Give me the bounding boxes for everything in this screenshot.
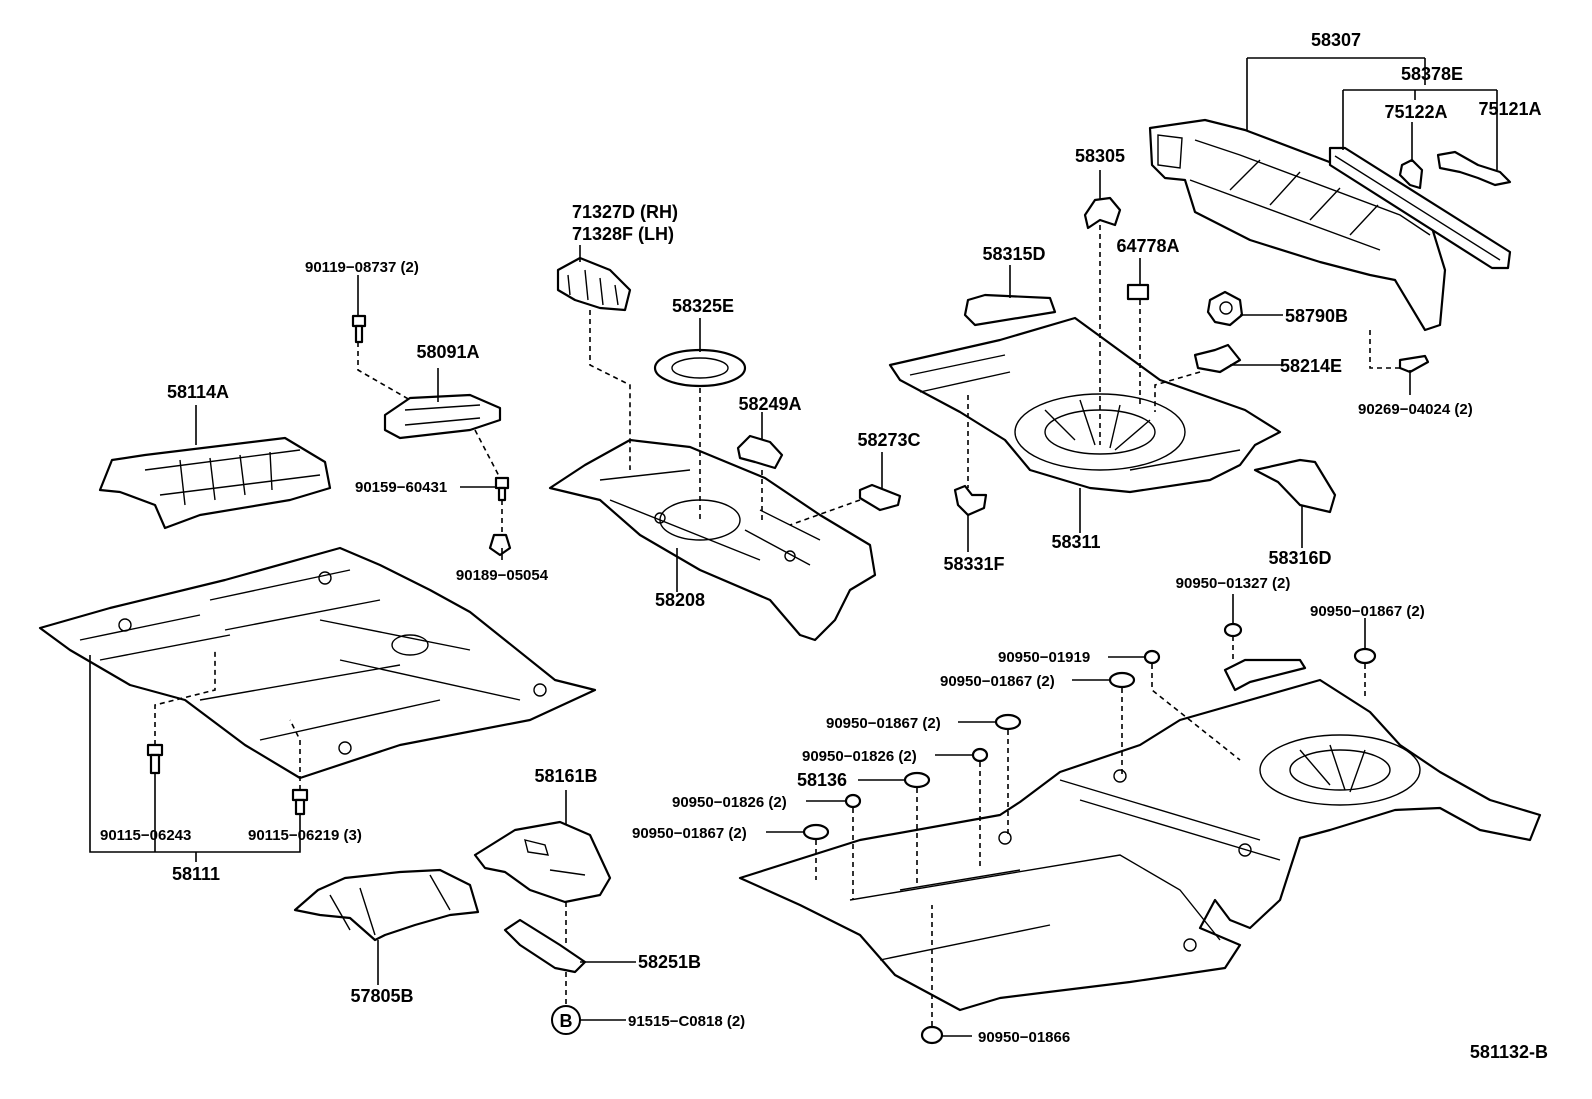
reference-marker-b: B xyxy=(551,1005,581,1035)
callout-90189-05054: 90189−05054 xyxy=(456,567,549,584)
bolt-90119-08737 xyxy=(351,314,367,344)
callout-58161B: 58161B xyxy=(534,766,597,786)
bracket-75121A xyxy=(1436,150,1512,187)
callout-58208: 58208 xyxy=(655,590,705,610)
callout-58136: 58136 xyxy=(797,770,847,790)
callout-58331F: 58331F xyxy=(943,554,1004,574)
callout-90950-01919: 90950−01919 xyxy=(998,649,1090,666)
callout-58305: 58305 xyxy=(1075,146,1125,166)
callout-58311: 58311 xyxy=(1051,532,1100,552)
diagram-id: 581132-B xyxy=(1470,1042,1548,1062)
callout-58091A: 58091A xyxy=(416,342,479,362)
callout-58315D: 58315D xyxy=(982,244,1045,264)
callout-75121A: 75121A xyxy=(1478,99,1541,119)
clip-90189-05054 xyxy=(488,533,512,557)
reference-marker-b-label: B xyxy=(560,1011,573,1031)
pad-64778A xyxy=(1126,283,1150,301)
rear-panel-58307 xyxy=(1148,118,1447,332)
callout-90950-01327: 90950−01327 (2) xyxy=(1176,575,1291,592)
clip-58790B xyxy=(1206,290,1244,327)
rear-floor-pan-58311 xyxy=(888,316,1282,494)
callout-75122A: 75122A xyxy=(1384,102,1447,122)
callout-58273C: 58273C xyxy=(857,430,920,450)
clip-90269-04024 xyxy=(1398,354,1430,374)
bracket-58315D xyxy=(963,293,1057,327)
callout-90159-60431: 90159−60431 xyxy=(355,479,447,496)
plate-58273C xyxy=(858,483,902,512)
callout-58214E: 58214E xyxy=(1280,356,1342,376)
bracket-58249A xyxy=(736,434,784,470)
bracket-58316D xyxy=(1253,458,1337,514)
front-floor-pan-58111 xyxy=(38,546,597,780)
brace-58251B xyxy=(503,918,587,974)
callout-58316D: 58316D xyxy=(1268,548,1331,568)
tunnel-reinforcement-58114A xyxy=(98,436,332,530)
callout-90119-08737: 90119−08737 (2) xyxy=(305,259,419,276)
callout-91515-C0818: 91515−C0818 (2) xyxy=(628,1013,745,1030)
callout-58251B: 58251B xyxy=(638,952,701,972)
bracket-58161B xyxy=(473,820,612,904)
callout-90950-01826-a: 90950−01826 (2) xyxy=(802,748,917,765)
callout-labels: 58307 58378E 75122A 75121A 58305 64778A … xyxy=(100,30,1548,1062)
bracket-58214E xyxy=(1193,343,1242,374)
leader-lines xyxy=(89,57,1498,1037)
callout-90950-01867-right: 90950−01867 (2) xyxy=(1310,603,1425,620)
reinforcement-58378E xyxy=(1328,146,1512,270)
callout-90950-01867-b: 90950−01867 (2) xyxy=(826,715,941,732)
callout-71327D: 71327D (RH) xyxy=(572,202,678,222)
bracket-57805B xyxy=(293,868,480,942)
callout-90950-01867-c: 90950−01867 (2) xyxy=(632,825,747,842)
callout-58307: 58307 xyxy=(1311,30,1361,50)
callout-90115-06243: 90115−06243 xyxy=(100,827,191,844)
bracket-58331F xyxy=(953,484,988,517)
callout-90950-01826-b: 90950−01826 (2) xyxy=(672,794,787,811)
callout-90950-01867-a: 90950−01867 (2) xyxy=(940,673,1055,690)
callout-58111: 58111 xyxy=(172,864,220,884)
center-floor-pan-58208 xyxy=(548,438,877,642)
assembly-lines xyxy=(154,225,1400,1026)
bolt-90115-06219 xyxy=(291,788,309,816)
callout-90115-06219: 90115−06219 (3) xyxy=(248,827,362,844)
assembled-floor-view xyxy=(738,658,1542,1012)
callout-90950-01866: 90950−01866 xyxy=(978,1029,1070,1046)
callout-71328F: 71328F (LH) xyxy=(572,224,674,244)
cover-58091A xyxy=(383,393,502,440)
cover-58325E xyxy=(653,348,747,388)
callout-57805B: 57805B xyxy=(350,986,413,1006)
callout-58249A: 58249A xyxy=(738,394,801,414)
callout-90269-04024: 90269−04024 (2) xyxy=(1358,401,1473,418)
bolt-90159-60431 xyxy=(494,476,510,502)
callout-58790B: 58790B xyxy=(1285,306,1348,326)
bolt-90115-06243 xyxy=(146,743,164,775)
callout-58325E: 58325E xyxy=(672,296,734,316)
callout-64778A: 64778A xyxy=(1116,236,1179,256)
reinforcement-71327D-71328F xyxy=(556,256,632,312)
callout-58378E: 58378E xyxy=(1401,64,1463,84)
bracket-58305 xyxy=(1083,196,1122,230)
callout-58114A: 58114A xyxy=(167,382,229,402)
